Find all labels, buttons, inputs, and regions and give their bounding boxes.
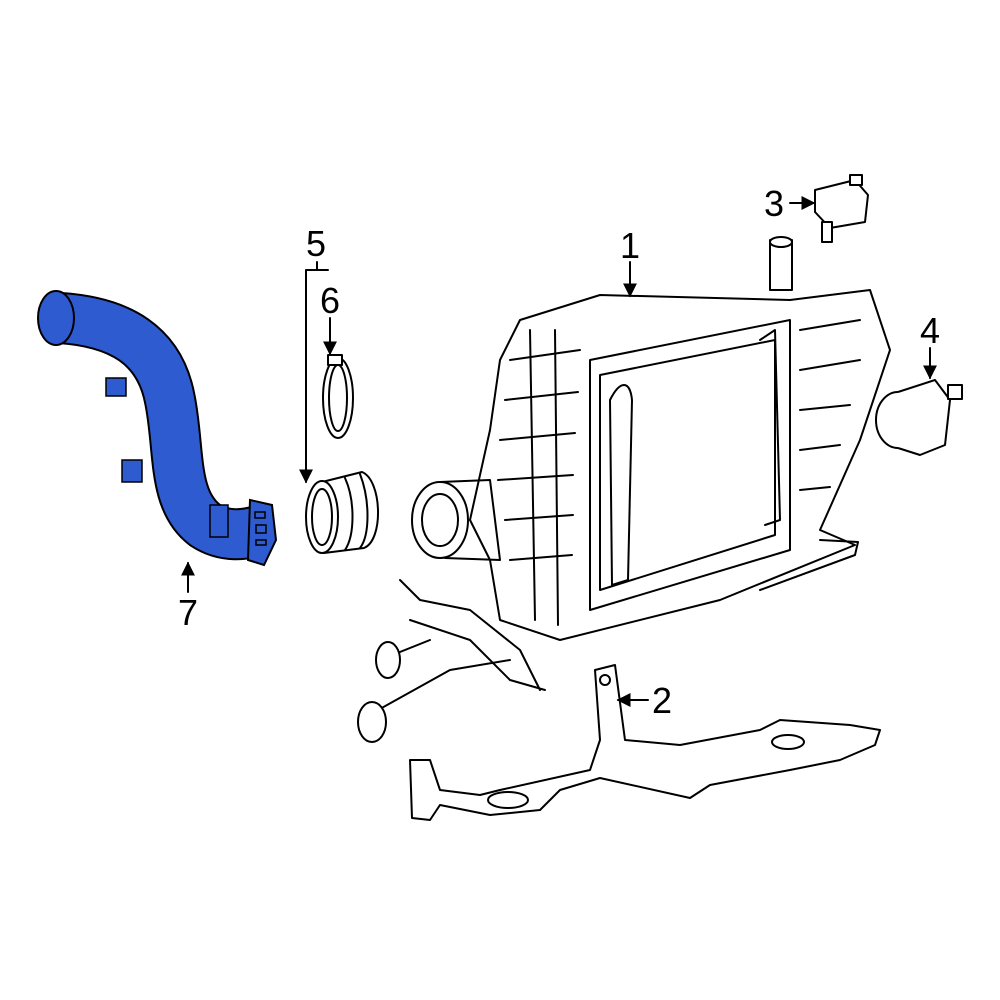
- callout-3[interactable]: 3: [764, 183, 784, 224]
- part-2-bracket[interactable]: [409, 664, 881, 821]
- callout-2[interactable]: 2: [652, 680, 672, 721]
- part-4-valve[interactable]: [875, 379, 963, 456]
- callout-4[interactable]: 4: [920, 310, 940, 351]
- part-7-hose[interactable]: [37, 290, 278, 567]
- part-6-clamp[interactable]: [322, 354, 354, 439]
- callout-6[interactable]: 6: [320, 280, 340, 321]
- callout-5-leader: [306, 261, 329, 482]
- callout-1[interactable]: 1: [620, 225, 640, 266]
- part-5-coupler[interactable]: [305, 471, 380, 554]
- callout-7[interactable]: 7: [178, 592, 198, 633]
- part-1-intercooler[interactable]: [357, 236, 891, 743]
- callout-5[interactable]: 5: [306, 223, 326, 264]
- part-3-sensor[interactable]: [814, 174, 869, 243]
